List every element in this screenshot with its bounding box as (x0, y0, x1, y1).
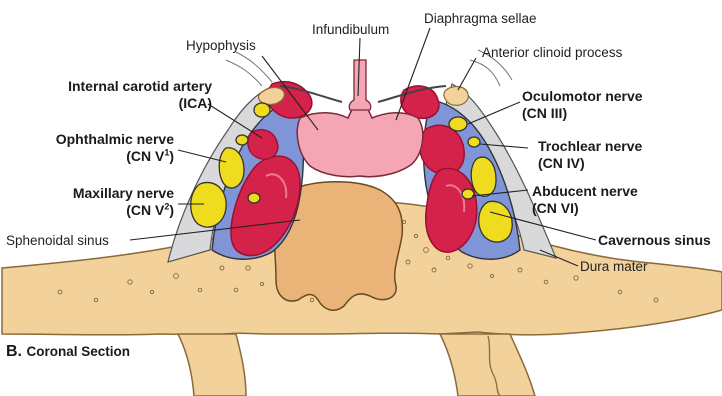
label-maxillary-nerve: Maxillary nerve (CN V2) (30, 185, 174, 219)
section-name: Coronal Section (26, 344, 130, 359)
label-sphenoidal-sinus: Sphenoidal sinus (6, 232, 109, 249)
label-infundibulum: Infundibulum (312, 21, 389, 38)
label-ica-line2: (ICA) (30, 95, 212, 112)
label-diaphragma-sellae: Diaphragma sellae (424, 10, 537, 27)
hypophysis (297, 104, 423, 177)
anterior-clinoid-right (444, 87, 468, 106)
label-cavernous-sinus: Cavernous sinus (598, 232, 711, 249)
label-maxillary-line2: (CN V2) (30, 202, 174, 219)
bone-pillar-left (178, 334, 246, 396)
label-ophthalmic-line1: Ophthalmic nerve (40, 131, 174, 148)
label-trochlear-nerve: Trochlear nerve (CN IV) (538, 138, 642, 172)
section-letter: B. (6, 343, 22, 360)
dural-folds (226, 50, 512, 86)
label-abducent-line1: Abducent nerve (532, 183, 638, 200)
label-ophthalmic-line2: (CN V1) (40, 148, 174, 165)
label-internal-carotid-artery: Internal carotid artery (ICA) (30, 78, 212, 112)
label-oculomotor-line1: Oculomotor nerve (522, 88, 643, 105)
label-trochlear-line2: (CN IV) (538, 155, 642, 172)
anterior-clinoid-left (259, 88, 285, 105)
label-trochlear-line1: Trochlear nerve (538, 138, 642, 155)
section-caption: B. Coronal Section (6, 343, 130, 360)
label-oculomotor-line2: (CN III) (522, 105, 643, 122)
label-ophthalmic-nerve: Ophthalmic nerve (CN V1) (40, 131, 174, 165)
label-oculomotor-nerve: Oculomotor nerve (CN III) (522, 88, 643, 122)
label-abducent-line2: (CN VI) (532, 200, 638, 217)
label-maxillary-line1: Maxillary nerve (30, 185, 174, 202)
label-abducent-nerve: Abducent nerve (CN VI) (532, 183, 638, 217)
label-hypophysis: Hypophysis (186, 37, 256, 54)
bone-pillar-right (440, 334, 535, 396)
label-dura-mater: Dura mater (580, 258, 648, 275)
label-ica-line1: Internal carotid artery (30, 78, 212, 95)
infundibulum (349, 60, 371, 110)
label-anterior-clinoid-process: Anterior clinoid process (482, 44, 622, 61)
